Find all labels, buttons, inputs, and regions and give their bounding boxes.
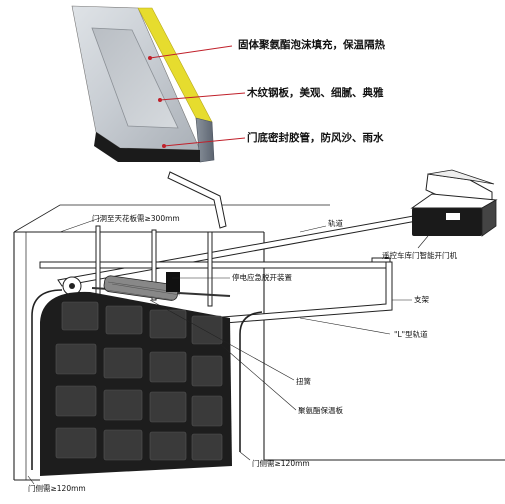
- callout-line-seal: [163, 137, 246, 147]
- emergency-release-label: 停电应急脱开装置: [232, 273, 292, 282]
- torsion-spring-assembly: [62, 272, 231, 301]
- side-room-right-label: 门侧需≥120mm: [252, 459, 310, 468]
- track-label: 轨道: [328, 219, 343, 228]
- bracket-label: 支架: [414, 295, 429, 304]
- insulated-panel-label: 聚氨酯保温板: [298, 406, 343, 415]
- door-leader-lines: [27, 217, 429, 485]
- opener-label: 遥控车库门智能开门机: [382, 251, 457, 260]
- side-room-left-label: 门侧需≥120mm: [28, 484, 86, 493]
- steel-plate-callout-label: 木纹钢板，美观、细腻、典雅: [247, 87, 384, 99]
- l-track-label: "L"型轨道: [394, 330, 428, 339]
- insulation-callout-label: 固体聚氨酯泡沫填充，保温隔热: [238, 39, 385, 51]
- garage-wall: [13, 204, 505, 481]
- bottom-seal-strip: [94, 132, 200, 162]
- steel-edge-layer: [195, 117, 215, 163]
- raised-inner-panel: [91, 27, 179, 129]
- callout-line-insulation: [149, 45, 233, 59]
- headroom-label: 门洞至天花板需≥300mm: [92, 214, 180, 223]
- panel-cross-section: [71, 5, 246, 163]
- sectional-door: [40, 291, 232, 476]
- vertical-tracks: [31, 289, 263, 470]
- callout-line-steel: [159, 92, 246, 101]
- track-system: [39, 171, 434, 325]
- garage-door-opener-unit: [410, 169, 498, 237]
- torsion-spring-label: 扭簧: [296, 377, 311, 386]
- bottom-seal-callout-label: 门底密封胶管，防风沙、雨水: [247, 132, 384, 144]
